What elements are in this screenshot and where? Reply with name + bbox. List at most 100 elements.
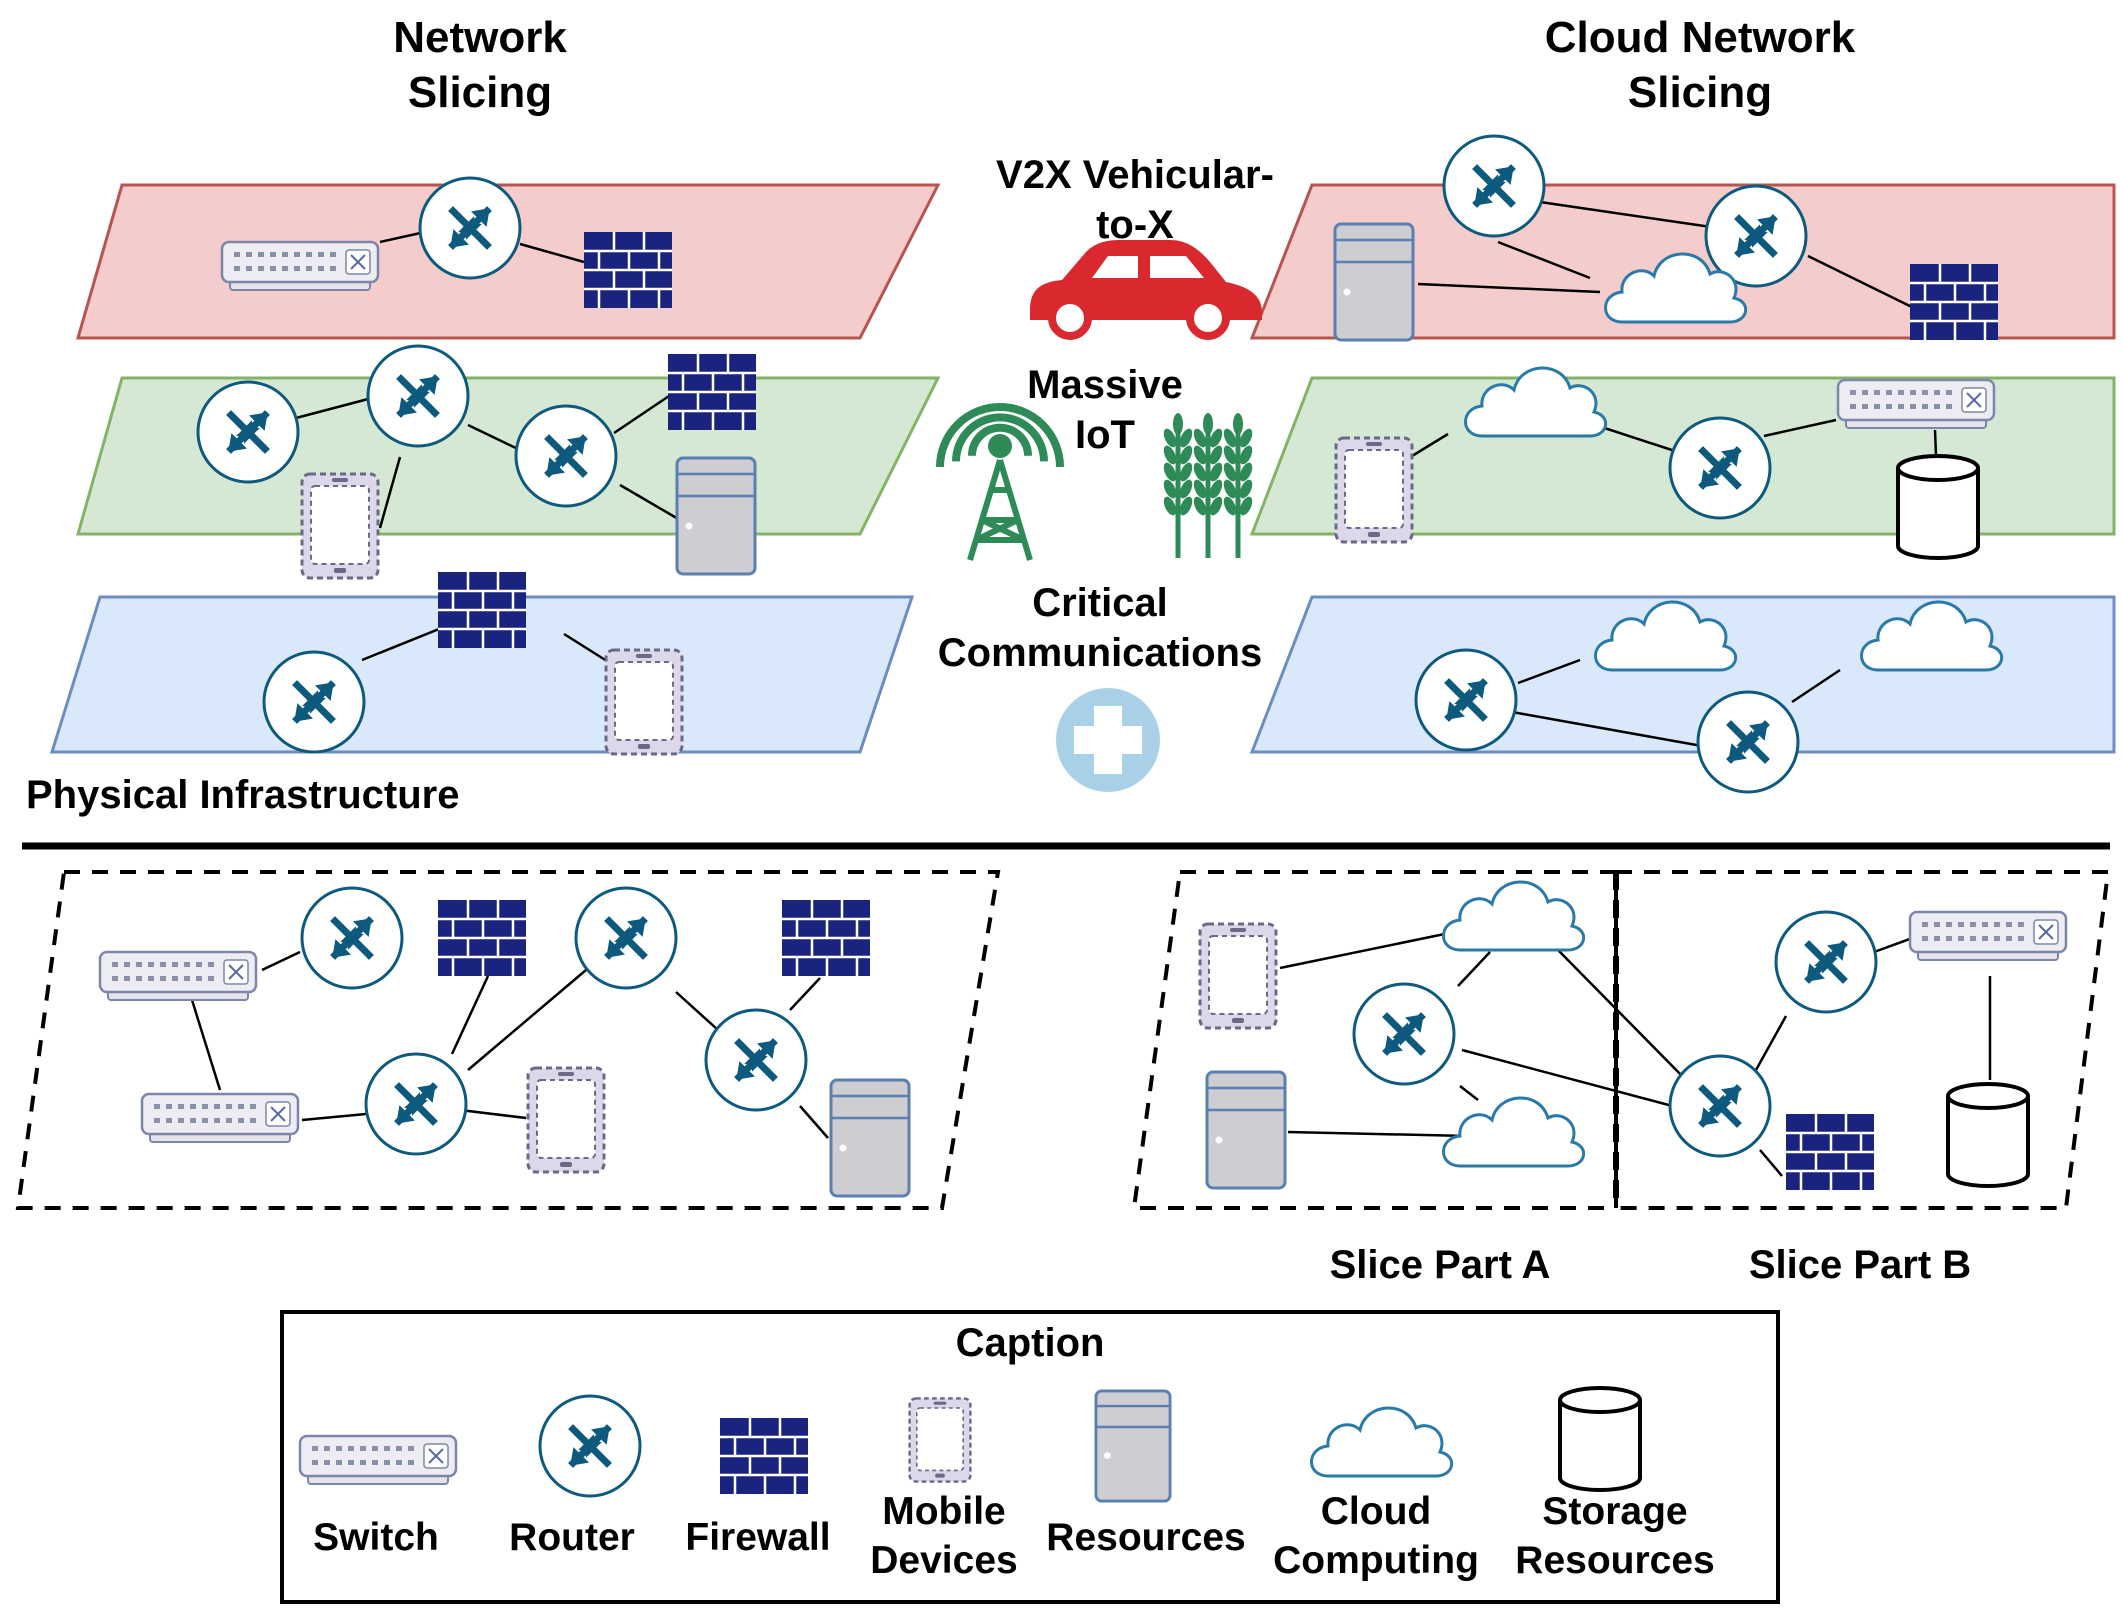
router-icon [1442, 134, 1546, 238]
critical-communications-label-line2: Communications [937, 631, 1263, 675]
caption-label-storage-resources-line2: Resources [1515, 1538, 1715, 1582]
wheat-grain-icon [1179, 462, 1193, 482]
wheat-grain-icon [1209, 462, 1223, 482]
wheat-grain-icon [1193, 462, 1207, 482]
v2x-label: V2X Vehicular- to-X [940, 150, 1330, 250]
car-window-icon [1092, 256, 1204, 278]
router-icon [262, 650, 366, 754]
wheat-grain-icon [1193, 445, 1207, 465]
switch-icon [220, 240, 380, 292]
link-line [1417, 282, 1601, 294]
server-icon [1333, 222, 1415, 342]
car-wheel-icon [1186, 296, 1230, 340]
car-wheel-icon [1048, 296, 1092, 340]
router-icon [574, 886, 678, 990]
wheat-grain-icon [1223, 462, 1237, 482]
link-line [301, 1112, 367, 1122]
wheat-grain-icon [1223, 479, 1237, 499]
wheat-grain-icon [1209, 496, 1223, 516]
router-icon [514, 404, 618, 508]
caption-server-icon [1094, 1389, 1172, 1503]
link-line [675, 991, 719, 1031]
link-line [799, 1105, 829, 1139]
caption-label-cloud-computing-line1: Cloud [1320, 1490, 1432, 1533]
link-line [613, 390, 676, 435]
router-icon [364, 1052, 468, 1156]
wheat-grain-icon [1179, 428, 1193, 448]
link-line [619, 483, 681, 522]
link-line [190, 999, 222, 1091]
caption-label-cloud-computing-line2: Computing [1273, 1538, 1479, 1582]
link-line [1497, 240, 1591, 280]
link-line [1754, 1015, 1788, 1071]
link-line [1279, 928, 1465, 970]
caption-mobile-device-icon [908, 1397, 972, 1483]
v2x-label-line2: to-X [1096, 203, 1174, 247]
antenna-icon [988, 434, 1012, 458]
wheat-grain-icon [1163, 428, 1177, 448]
critical-communications-label: Critical Communications [900, 578, 1300, 678]
link-line [1461, 1048, 1681, 1110]
storage-icon [1896, 454, 1980, 560]
caption-firewall-icon [718, 1416, 810, 1496]
link-line [1807, 254, 1919, 312]
router-icon [1696, 690, 1800, 794]
link-line [1457, 951, 1491, 987]
physical-infrastructure-label: Physical Infrastructure [26, 773, 460, 817]
router-icon [1668, 1054, 1772, 1158]
caption-box [280, 1310, 1780, 1604]
caption-label-resources: Resources [1026, 1514, 1266, 1563]
caption-label-mobile-devices-line2: Devices [870, 1538, 1018, 1582]
wheat-grain-icon [1223, 428, 1237, 448]
link-line [1517, 658, 1581, 685]
link-line [1933, 429, 1938, 457]
link-line [467, 969, 587, 1071]
mobile-device-icon [300, 472, 380, 580]
link-line [519, 242, 585, 264]
slice-part-a-label: Slice Part A [1329, 1243, 1551, 1287]
wheat-grain-icon [1193, 496, 1207, 516]
massive-iot-label-line1: Massive [1027, 363, 1183, 407]
link-line [1763, 418, 1837, 438]
router-icon [366, 344, 470, 448]
caption-label-mobile-devices: Mobile Devices [834, 1488, 1054, 1586]
wheat-grain-icon [1163, 496, 1177, 516]
network-slicing-title-line2: Slicing [407, 68, 553, 117]
link-line [1555, 947, 1691, 1085]
storage-icon [1946, 1082, 2030, 1188]
massive-iot-label: Massive IoT [1005, 360, 1205, 460]
cloud-network-slicing-title-line1: Cloud Network [1544, 13, 1856, 62]
mobile-device-icon [1198, 922, 1278, 1030]
link-line [1539, 200, 1719, 230]
cloud-network-slicing-title-line2: Slicing [1627, 68, 1773, 117]
caption-label-router-text: Router [509, 1516, 635, 1559]
wheat-grain-icon [1163, 462, 1177, 482]
antenna-signal-icon [968, 423, 1032, 457]
caption-router-icon [538, 1394, 642, 1498]
wheat-grain-icon [1209, 428, 1223, 448]
caption-label-resources-text: Resources [1046, 1516, 1246, 1559]
firewall-icon [1784, 1112, 1876, 1192]
wheat-grain-icon [1239, 479, 1253, 499]
link-line [379, 230, 426, 244]
wheat-grain-icon [1239, 496, 1253, 516]
wheat-grain-icon [1223, 445, 1237, 465]
caption-title: Caption [955, 1321, 1105, 1365]
firewall-icon [780, 898, 872, 978]
slice-part-a-region [1131, 870, 1618, 1210]
link-line [467, 423, 521, 452]
router-icon [1352, 982, 1456, 1086]
caption-label-switch-text: Switch [313, 1516, 439, 1559]
wheat-grain-icon [1173, 413, 1183, 435]
antenna-signal-icon [952, 413, 1048, 462]
router-icon [1774, 910, 1878, 1014]
caption-label-switch: Switch [276, 1514, 476, 1563]
firewall-icon [666, 352, 758, 432]
caption-storage-icon [1558, 1386, 1642, 1492]
wheat-grain-icon [1233, 413, 1243, 435]
mobile-device-icon [1334, 436, 1414, 544]
wheat-grain-icon [1179, 445, 1193, 465]
caption-label-storage-resources-line1: Storage [1542, 1490, 1688, 1533]
